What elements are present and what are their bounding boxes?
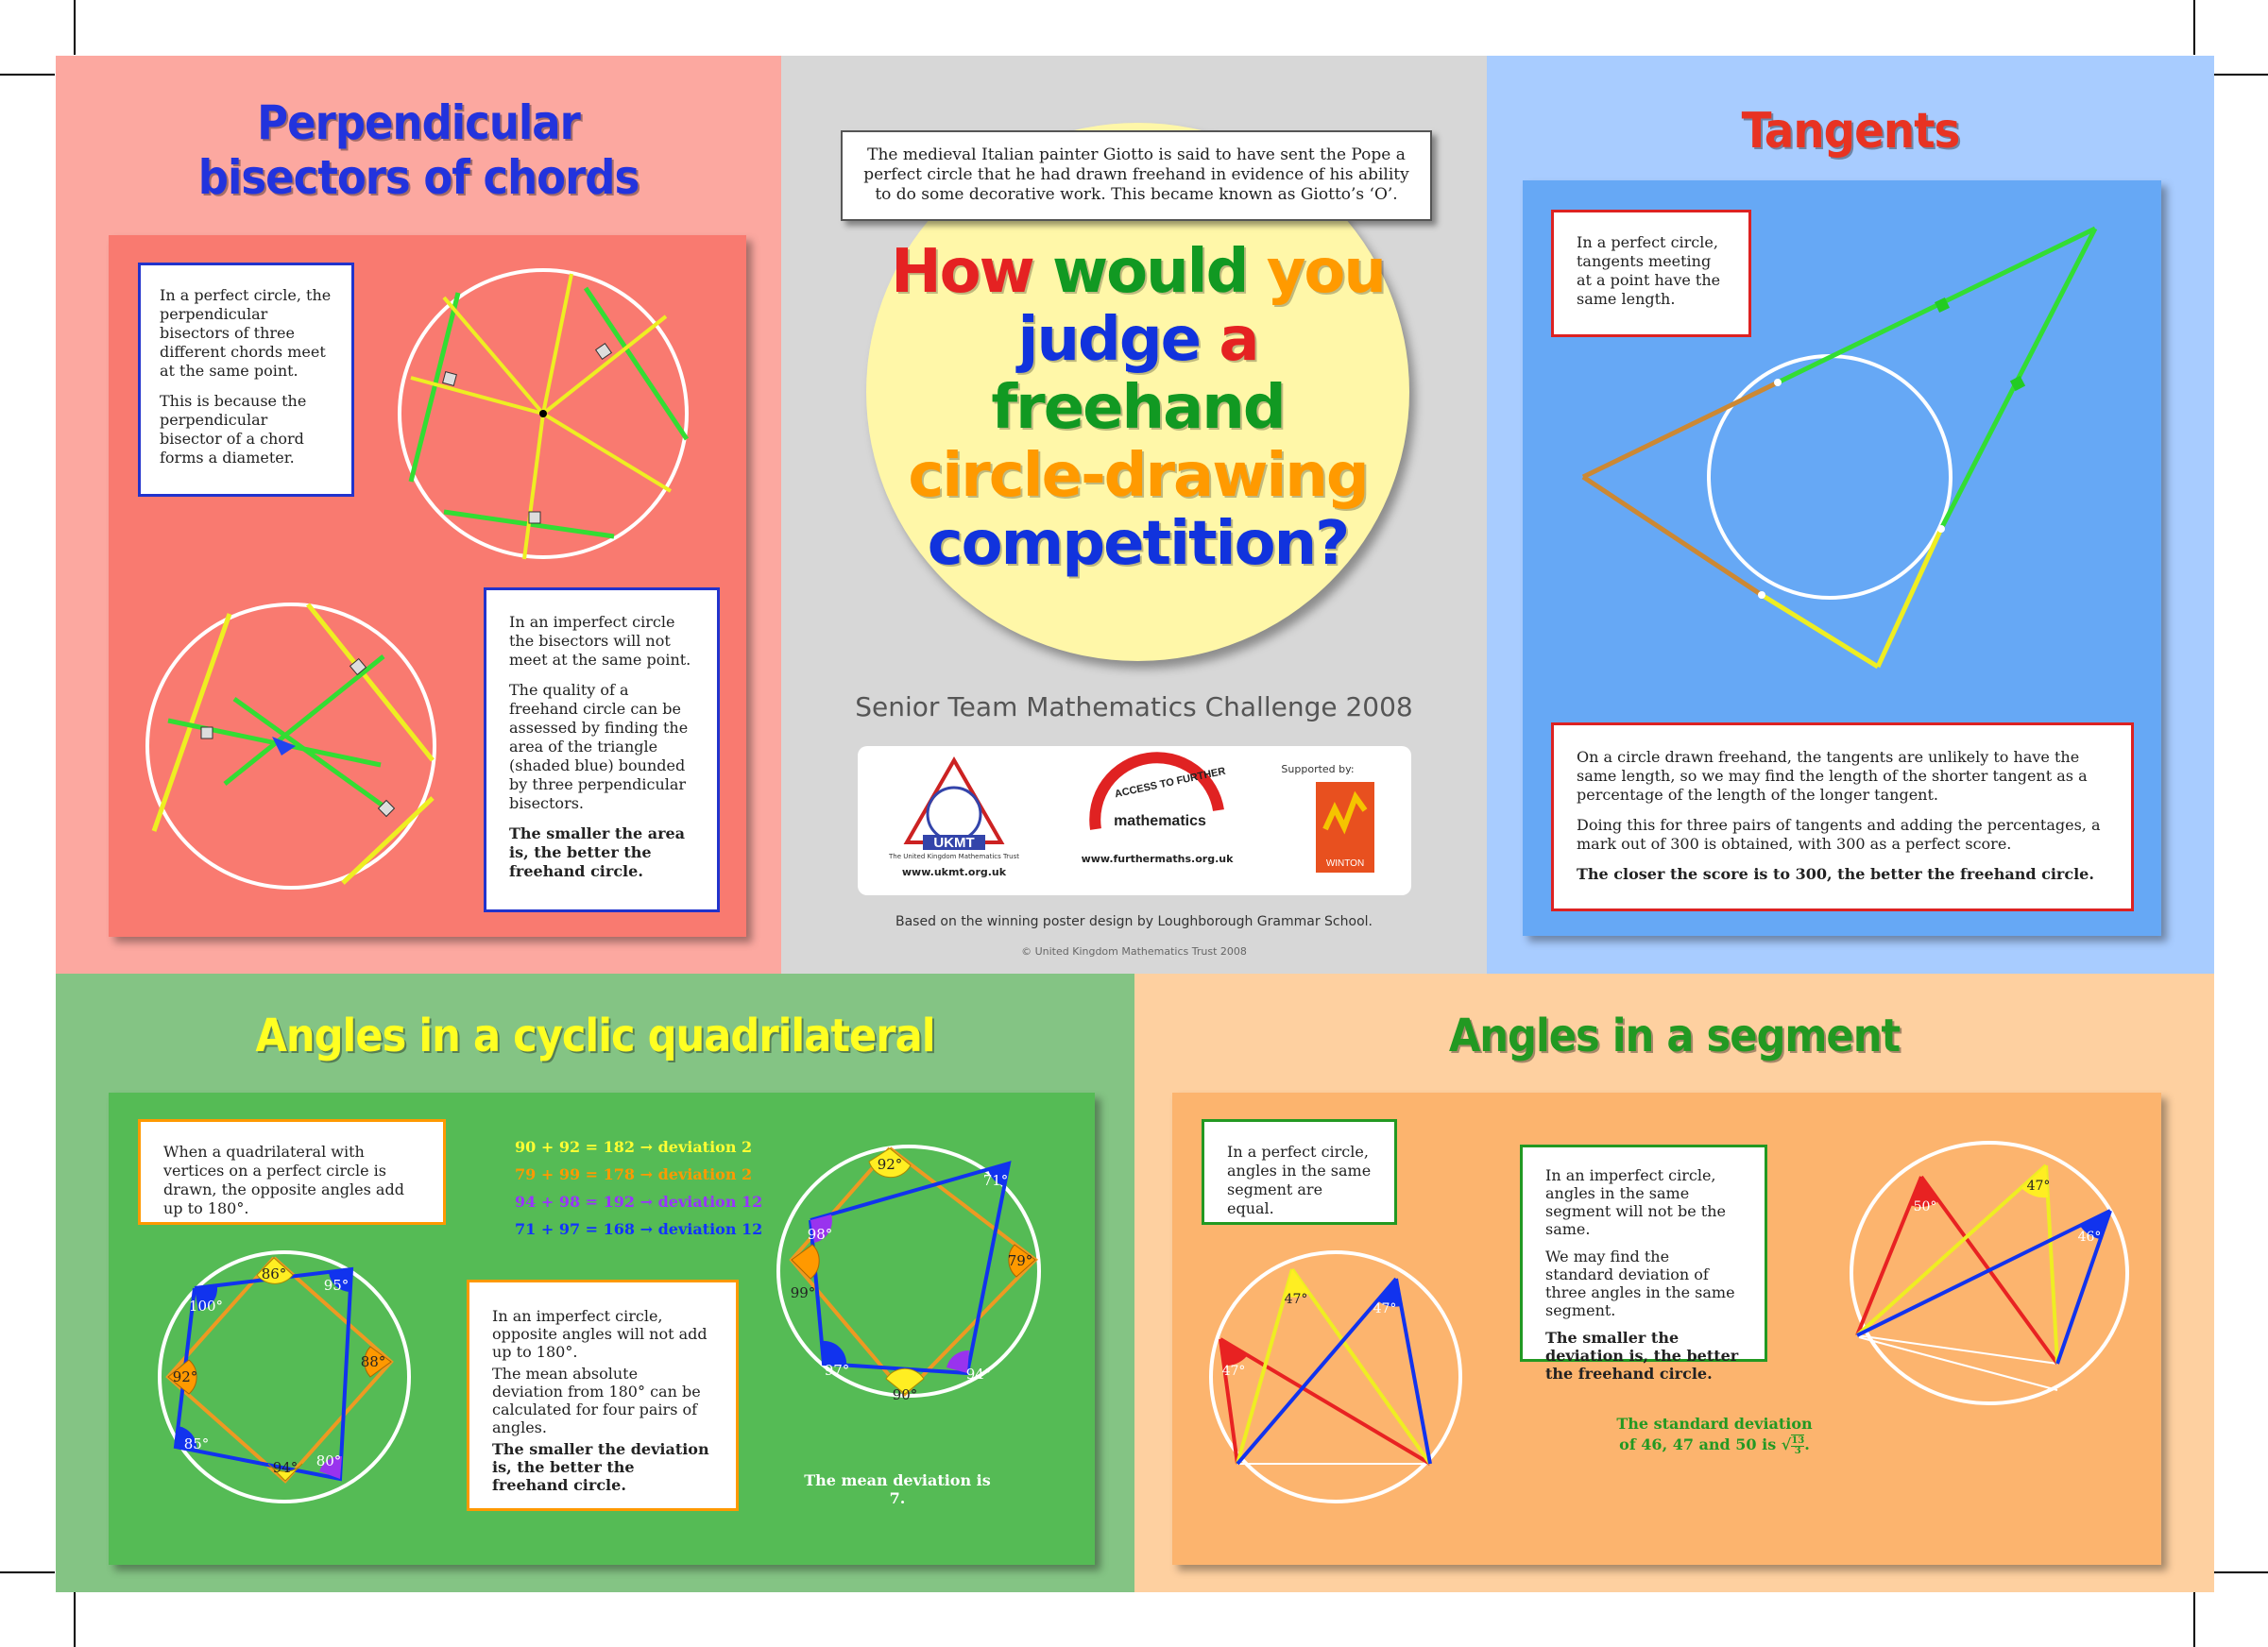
angle-label: 46° — [2078, 1230, 2102, 1245]
tangents-perfect-box: In a perfect circle, tangents meeting at… — [1551, 210, 1751, 337]
tangents-freehand-box: On a circle drawn freehand, the tangents… — [1551, 722, 2134, 911]
segment-perfect-box: In a perfect circle, angles in the same … — [1202, 1119, 1397, 1225]
angle-label: 71° — [983, 1172, 1009, 1189]
segment-title: Angles in a segment — [1448, 1010, 1901, 1062]
bisectors-imperfect-box: In an imperfect circle the bisectors wil… — [484, 587, 720, 912]
angle-label: 95° — [324, 1277, 350, 1294]
tangent-circle — [1707, 354, 1953, 600]
perfect-circle — [398, 268, 689, 559]
angle-label: 90° — [893, 1386, 918, 1403]
segment-left-circle — [1209, 1250, 1462, 1503]
challenge-title: Senior Team Mathematics Challenge 2008 — [855, 691, 1413, 722]
copyright-note: © United Kingdom Mathematics Trust 2008 — [1021, 945, 1247, 958]
sum-line: 90 + 92 = 182 → deviation 2 — [515, 1138, 753, 1156]
cyclic-sums: 90 + 92 = 182 → deviation 2 79 + 99 = 17… — [515, 1133, 798, 1243]
crop-mark — [0, 74, 55, 76]
angle-label: 92° — [878, 1156, 903, 1173]
crop-mark — [2193, 1592, 2195, 1647]
main-question: How would you judge a freehand circle-dr… — [891, 237, 1387, 579]
sum-line: 79 + 99 = 178 → deviation 2 — [515, 1165, 753, 1183]
sum-line: 71 + 97 = 168 → deviation 12 — [515, 1220, 763, 1238]
angle-label: 100° — [189, 1298, 223, 1315]
crop-mark — [74, 0, 76, 55]
segment-right-diagram: 50° 47° 46° — [1850, 1141, 2129, 1405]
mean-deviation-note: The mean deviation is 7. — [804, 1471, 991, 1507]
further-maths-url: www.furthermaths.org.uk — [1081, 853, 1234, 865]
svg-text:mathematics: mathematics — [1114, 813, 1206, 829]
angle-label: 92° — [173, 1368, 198, 1385]
angle-label: 47° — [1373, 1301, 1397, 1316]
tangents-diagram — [1581, 226, 2098, 670]
winton-logo: WINTON — [1316, 782, 1374, 873]
crop-mark — [74, 1592, 76, 1647]
angle-label: 80° — [316, 1452, 342, 1469]
imperfect-bisectors-diagram — [145, 603, 436, 890]
perfect-bisectors-diagram — [398, 268, 690, 560]
cyclic-title: Angles in a cyclic quadrilateral — [255, 1010, 935, 1062]
angle-label: 98° — [808, 1226, 833, 1243]
angle-label: 97° — [825, 1362, 850, 1379]
further-maths-logo: ACCESS TO FURTHER mathematics — [1089, 752, 1227, 830]
ukmt-logo: UKMT — [903, 756, 1005, 851]
cyclic-imperfect-box: In an imperfect circle, opposite angles … — [467, 1280, 739, 1511]
angle-label: 99° — [791, 1284, 816, 1301]
angle-label: 94° — [966, 1366, 992, 1383]
ukmt-name: The United Kingdom Mathematics Trust — [889, 853, 1019, 860]
crop-mark — [2213, 74, 2268, 76]
tangents-title: Tangents — [1741, 103, 1961, 160]
svg-text:UKMT: UKMT — [933, 835, 974, 851]
crop-mark — [0, 1571, 55, 1573]
angle-label: 47° — [1222, 1364, 1246, 1379]
sum-line: 94 + 98 = 192 → deviation 12 — [515, 1193, 763, 1211]
angle-label: 50° — [1914, 1199, 1937, 1214]
angle-label: 47° — [2027, 1179, 2051, 1194]
bisectors-title: Perpendicular bisectors of chords — [197, 95, 640, 205]
ukmt-url: www.ukmt.org.uk — [901, 866, 1007, 878]
based-on-note: Based on the winning poster design by Lo… — [895, 914, 1373, 929]
cyclic-left-circle — [158, 1250, 411, 1503]
angle-label: 47° — [1285, 1292, 1308, 1307]
segment-left-diagram: 47° 47° 47° — [1209, 1250, 1462, 1503]
winton-mark — [1322, 790, 1368, 835]
angle-label: 79° — [1008, 1252, 1033, 1269]
angle-label: 85° — [184, 1435, 210, 1452]
cyclic-left-diagram: 86° 95° 100° 88° 92° 85° 80° 94° — [158, 1250, 411, 1503]
bisectors-perfect-box: In a perfect circle, the perpendicular b… — [138, 263, 354, 497]
cyclic-right-diagram: 92° 71° 98° 79° 99° 97° 94° 90° — [776, 1145, 1041, 1403]
cyclic-perfect-box: When a quadrilateral with vertices on a … — [138, 1119, 446, 1225]
giotto-intro-box: The medieval Italian painter Giotto is s… — [841, 130, 1432, 221]
angle-label: 94° — [273, 1459, 298, 1476]
cyclic-right-circle — [776, 1145, 1041, 1398]
angle-label: 86° — [262, 1265, 287, 1282]
standard-deviation-note: The standard deviation of 46, 47 and 50 … — [1616, 1415, 1813, 1456]
angle-label: 88° — [361, 1353, 386, 1370]
crop-mark — [2213, 1571, 2268, 1573]
imperfect-circle — [145, 603, 436, 890]
segment-imperfect-box: In an imperfect circle, angles in the sa… — [1520, 1145, 1767, 1383]
crop-mark — [2193, 0, 2195, 55]
segment-right-circle — [1850, 1141, 2129, 1405]
supported-by-label: Supported by: — [1281, 763, 1355, 775]
